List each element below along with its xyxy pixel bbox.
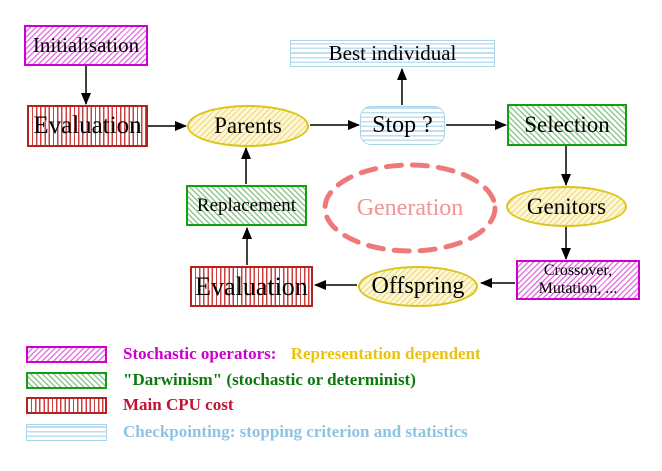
node-evaluation-bottom: Evaluation <box>190 266 313 307</box>
parents-label: Parents <box>214 113 282 138</box>
crossover-mutation-label: Crossover, Mutation, ... <box>539 262 618 299</box>
node-best-individual: Best individual <box>290 40 495 67</box>
legend-row-main-cpu-cost: Main CPU cost <box>26 395 233 415</box>
generation-label: Generation <box>356 194 464 221</box>
node-evaluation-top: Evaluation <box>27 105 148 147</box>
node-genitors: Genitors <box>506 186 627 227</box>
node-crossover-mutation: Crossover, Mutation, ... <box>516 260 640 300</box>
node-initialisation: Initialisation <box>24 25 148 66</box>
evaluation-top-label: Evaluation <box>33 112 142 139</box>
replacement-label: Replacement <box>196 194 297 216</box>
offspring-label: Offspring <box>371 273 465 299</box>
legend-swatch-red-stripes <box>26 396 107 414</box>
legend-label-checkpointing: Checkpointing: stopping criterion and st… <box>123 422 468 441</box>
legend-label-representation-dependent: Representation dependent <box>290 344 481 363</box>
generation-label-container: Generation <box>322 162 498 254</box>
legend-row-checkpointing: Checkpointing: stopping criterion and st… <box>26 422 468 442</box>
initialisation-label: Initialisation <box>32 33 140 57</box>
genitors-label: Genitors <box>526 193 607 219</box>
legend-text-main-cpu-cost: Main CPU cost <box>123 395 233 415</box>
evaluation-bottom-label: Evaluation <box>195 271 308 301</box>
node-replacement: Replacement <box>186 185 307 226</box>
legend-label-darwinism: "Darwinism" (stochastic or determinist) <box>123 370 416 389</box>
legend-row-darwinism: "Darwinism" (stochastic or determinist) <box>26 370 416 390</box>
legend-swatch-green-hatch <box>26 371 107 389</box>
best-individual-label: Best individual <box>328 41 457 65</box>
selection-label: Selection <box>524 112 610 137</box>
crossover-line2: Mutation, ... <box>538 280 618 297</box>
crossover-line1: Crossover, <box>543 261 613 279</box>
node-selection: Selection <box>507 104 627 146</box>
generation-loop-ellipse <box>322 162 498 254</box>
legend-text-checkpointing: Checkpointing: stopping criterion and st… <box>123 422 468 442</box>
legend-text-darwinism: "Darwinism" (stochastic or determinist) <box>123 370 416 390</box>
legend-swatch-magenta-hatch <box>26 345 107 363</box>
legend-swatch-cyan-stripes <box>26 423 107 441</box>
node-stop: Stop ? <box>360 106 445 145</box>
node-parents: Parents <box>187 105 309 147</box>
stop-label: Stop ? <box>372 112 433 138</box>
node-offspring: Offspring <box>358 266 478 307</box>
legend-row-stochastic-operators: Stochastic operators: Representation dep… <box>26 344 481 364</box>
legend-label-main-cpu-cost: Main CPU cost <box>123 395 234 414</box>
legend-label-stochastic-operators: Stochastic operators: <box>123 344 277 363</box>
legend-text-stochastic-operators: Stochastic operators: Representation dep… <box>123 344 481 364</box>
